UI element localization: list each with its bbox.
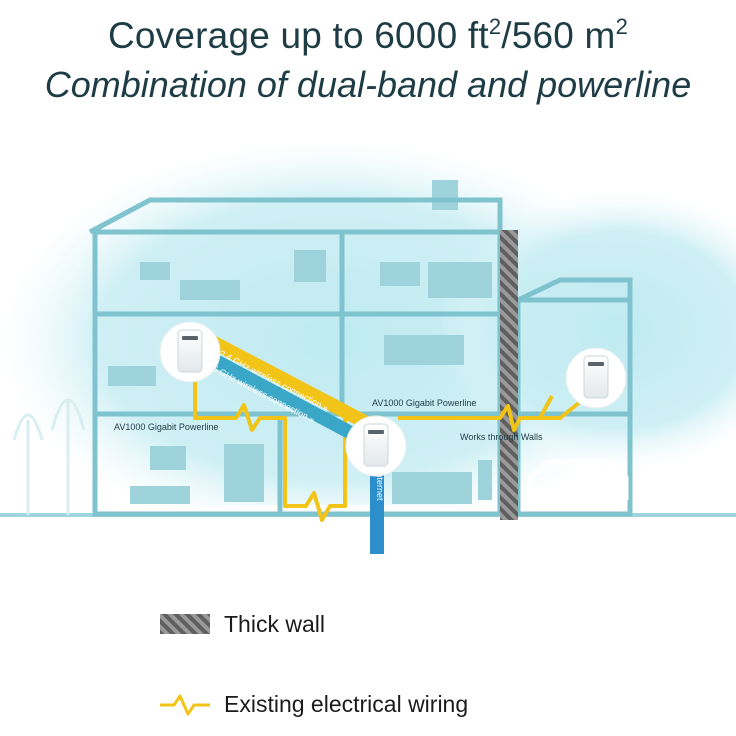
headline: Coverage up to 6000 ft2/560 m2 [0,14,736,57]
headline-text-2: /560 m [501,15,616,56]
headline-superscript-2: 2 [615,14,629,39]
deco-unit-right [565,347,627,409]
headline-text: Coverage up to 6000 ft [107,15,489,56]
coverage-glow [0,140,736,540]
internet-cable: Internet [370,462,385,554]
powerline-label-left: AV1000 Gigabit Powerline [114,422,218,432]
subheadline: Combination of dual-band and powerline [44,64,692,105]
powerline-label-right: AV1000 Gigabit Powerline [372,398,476,408]
legend-wiring-label: Existing electrical wiring [224,691,469,717]
legend-wiring-swatch [160,694,210,716]
thick-wall [500,230,518,520]
furniture-icons [108,250,492,504]
headline-superscript-1: 2 [488,14,502,39]
legend-thick-wall-label: Thick wall [224,611,325,637]
legend-thick-wall-swatch [160,614,210,634]
deco-unit-center [345,415,407,477]
internet-label: Internet [375,470,385,501]
works-through-walls-label: Works through Walls [460,432,543,442]
tree-icons [12,398,86,515]
deco-unit-left [159,321,221,383]
house-outline [88,180,633,517]
car-icon [527,459,629,510]
